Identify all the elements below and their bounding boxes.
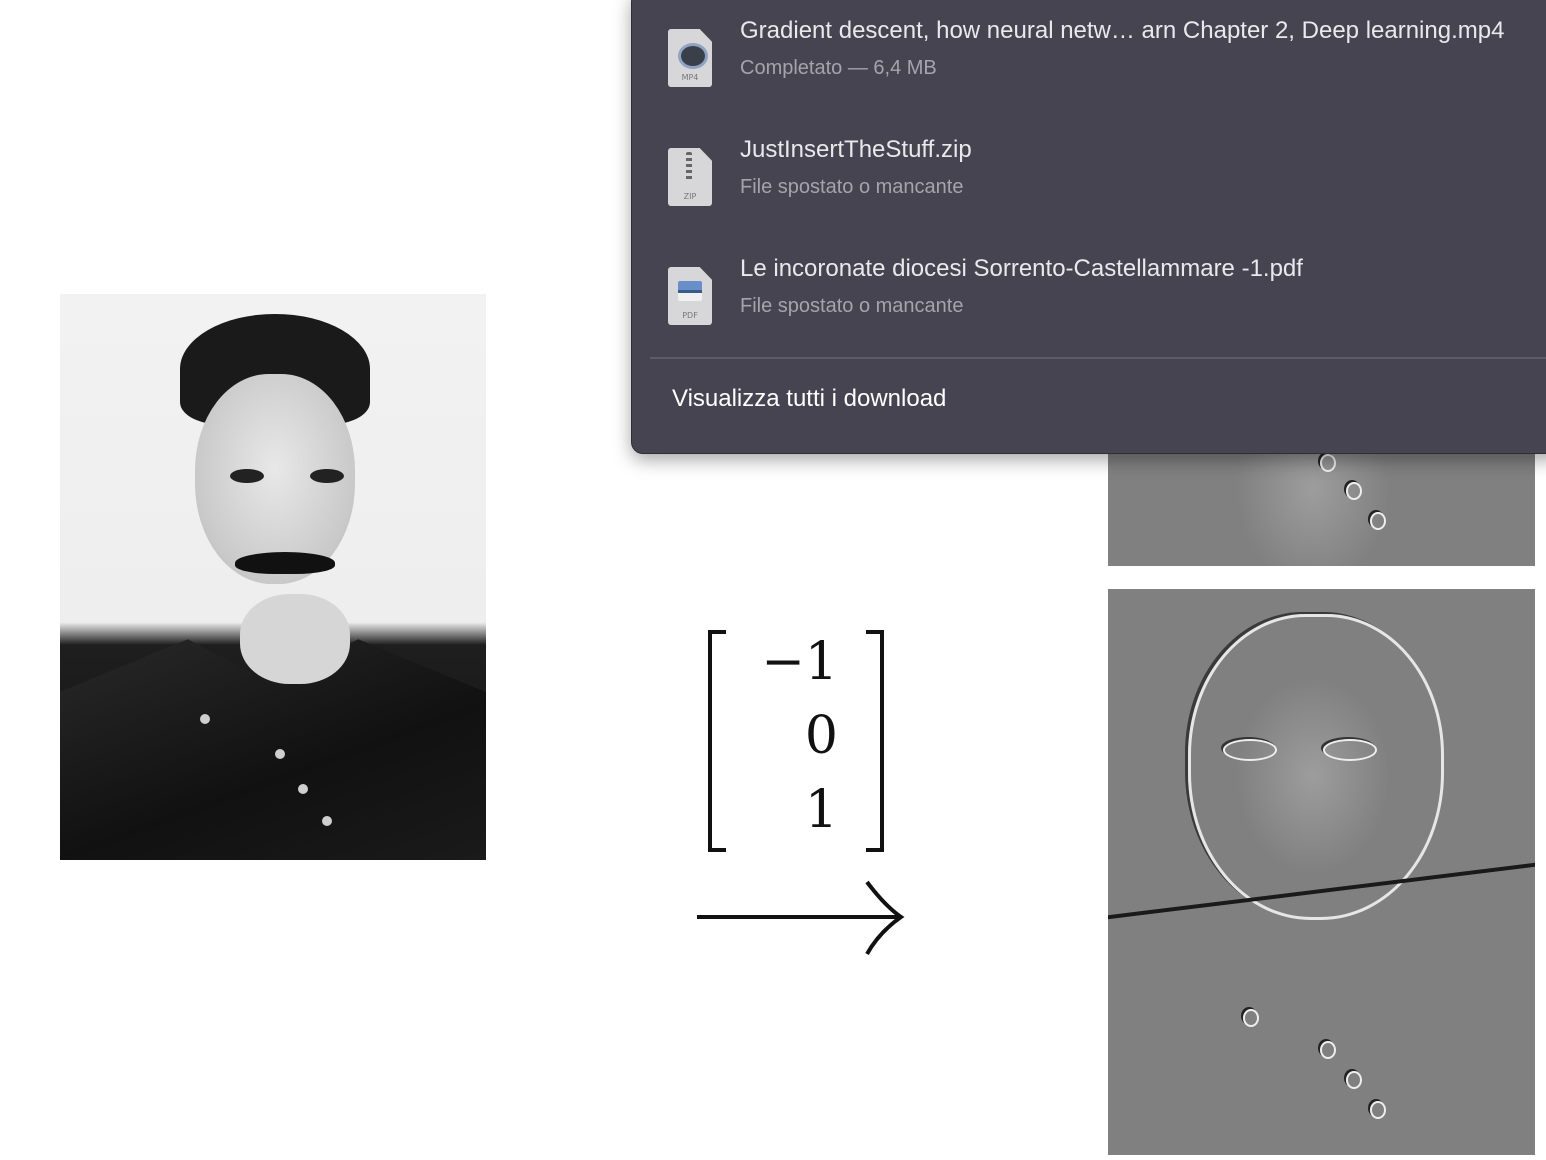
download-item[interactable]: PDF Le incoronate diocesi Sorrento-Caste…	[632, 239, 1546, 349]
kernel-value: 0	[804, 706, 838, 766]
download-file-name: Gradient descent, how neural netw… arn C…	[740, 17, 1505, 44]
filtered-portrait-image-top	[1108, 452, 1535, 566]
right-arrow-icon	[697, 880, 905, 955]
divider	[650, 357, 1546, 359]
show-all-downloads-link[interactable]: Visualizza tutti i download	[672, 385, 947, 412]
kernel-value: 1	[804, 780, 838, 840]
left-bracket	[708, 630, 726, 852]
download-file-name: JustInsertTheStuff.zip	[740, 136, 972, 163]
downloads-popover: MP4 Gradient descent, how neural netw… a…	[631, 0, 1546, 454]
filtered-portrait-image	[1108, 589, 1535, 1155]
download-status: Completato — 6,4 MB	[740, 57, 937, 79]
download-status: File spostato o mancante	[740, 176, 964, 198]
original-portrait-image	[60, 294, 486, 860]
kernel-value: −1	[761, 632, 838, 692]
download-item[interactable]: ZIP JustInsertTheStuff.zip File spostato…	[632, 120, 1546, 230]
kernel-matrix: −1 0 1	[708, 630, 888, 852]
pdf-file-icon: PDF	[668, 267, 712, 325]
download-status: File spostato o mancante	[740, 295, 964, 317]
download-item[interactable]: MP4 Gradient descent, how neural netw… a…	[632, 1, 1546, 111]
mp4-file-icon: MP4	[668, 29, 712, 87]
right-bracket	[866, 630, 884, 852]
download-file-name: Le incoronate diocesi Sorrento-Castellam…	[740, 255, 1303, 282]
zip-file-icon: ZIP	[668, 148, 712, 206]
